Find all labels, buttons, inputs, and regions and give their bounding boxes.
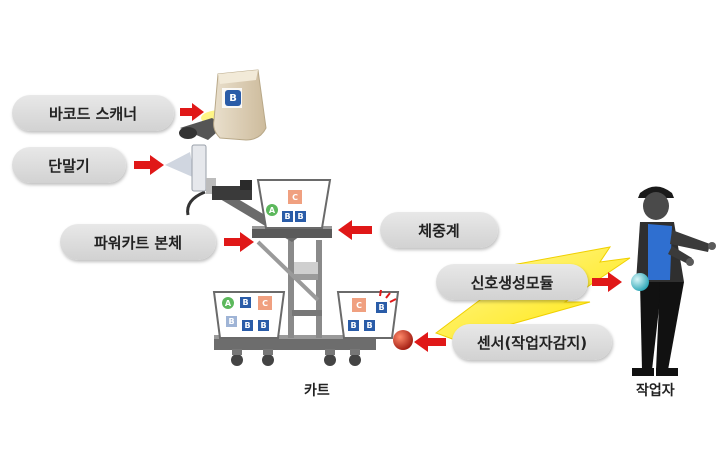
signal-module-ball xyxy=(631,273,649,291)
top-bin-badge-b2: B xyxy=(295,211,306,222)
arrow-signal-module xyxy=(592,272,622,292)
left-bin-badge-b3: B xyxy=(242,320,253,331)
label-signal-module: 신호생성모듈 xyxy=(436,264,588,300)
left-bin-badge-b2: B xyxy=(226,316,237,327)
arrow-scale xyxy=(338,220,372,240)
worker-sensor-ball xyxy=(393,330,413,350)
top-bin xyxy=(256,179,332,229)
bag-badge-b: B xyxy=(225,90,241,106)
right-bin-badge-b2: B xyxy=(348,320,359,331)
label-sensor: 센서(작업자감지) xyxy=(452,324,612,360)
caption-cart: 카트 xyxy=(304,383,330,399)
left-bin-badge-b1: B xyxy=(240,297,251,308)
arrow-terminal xyxy=(134,155,164,175)
terminal-device xyxy=(165,144,252,200)
top-bin-badge-b1: B xyxy=(282,211,293,222)
worker-figure xyxy=(632,186,716,376)
left-bin-badge-a: A xyxy=(222,297,234,309)
label-terminal: 단말기 xyxy=(12,147,126,183)
caption-worker: 작업자 xyxy=(636,383,675,399)
top-bin-badge-c: C xyxy=(292,192,298,202)
arrow-sensor xyxy=(414,332,446,352)
label-scale: 체중계 xyxy=(380,212,498,248)
right-bin-badge-b1: B xyxy=(376,302,387,313)
label-barcode-scanner: 바코드 스캐너 xyxy=(12,95,174,131)
left-bin-badge-c: C xyxy=(262,298,268,308)
right-bin-badge-c: C xyxy=(356,300,362,310)
label-power-cart-body: 파워카트 본체 xyxy=(60,224,216,260)
arrow-barcode-scanner xyxy=(180,103,204,121)
arrow-power-cart-body xyxy=(224,232,254,252)
pointer-arrows xyxy=(134,103,622,352)
right-bin-badge-b3: B xyxy=(364,320,375,331)
top-bin-badge-a: A xyxy=(266,204,278,216)
left-bin-badge-b4: B xyxy=(258,320,269,331)
